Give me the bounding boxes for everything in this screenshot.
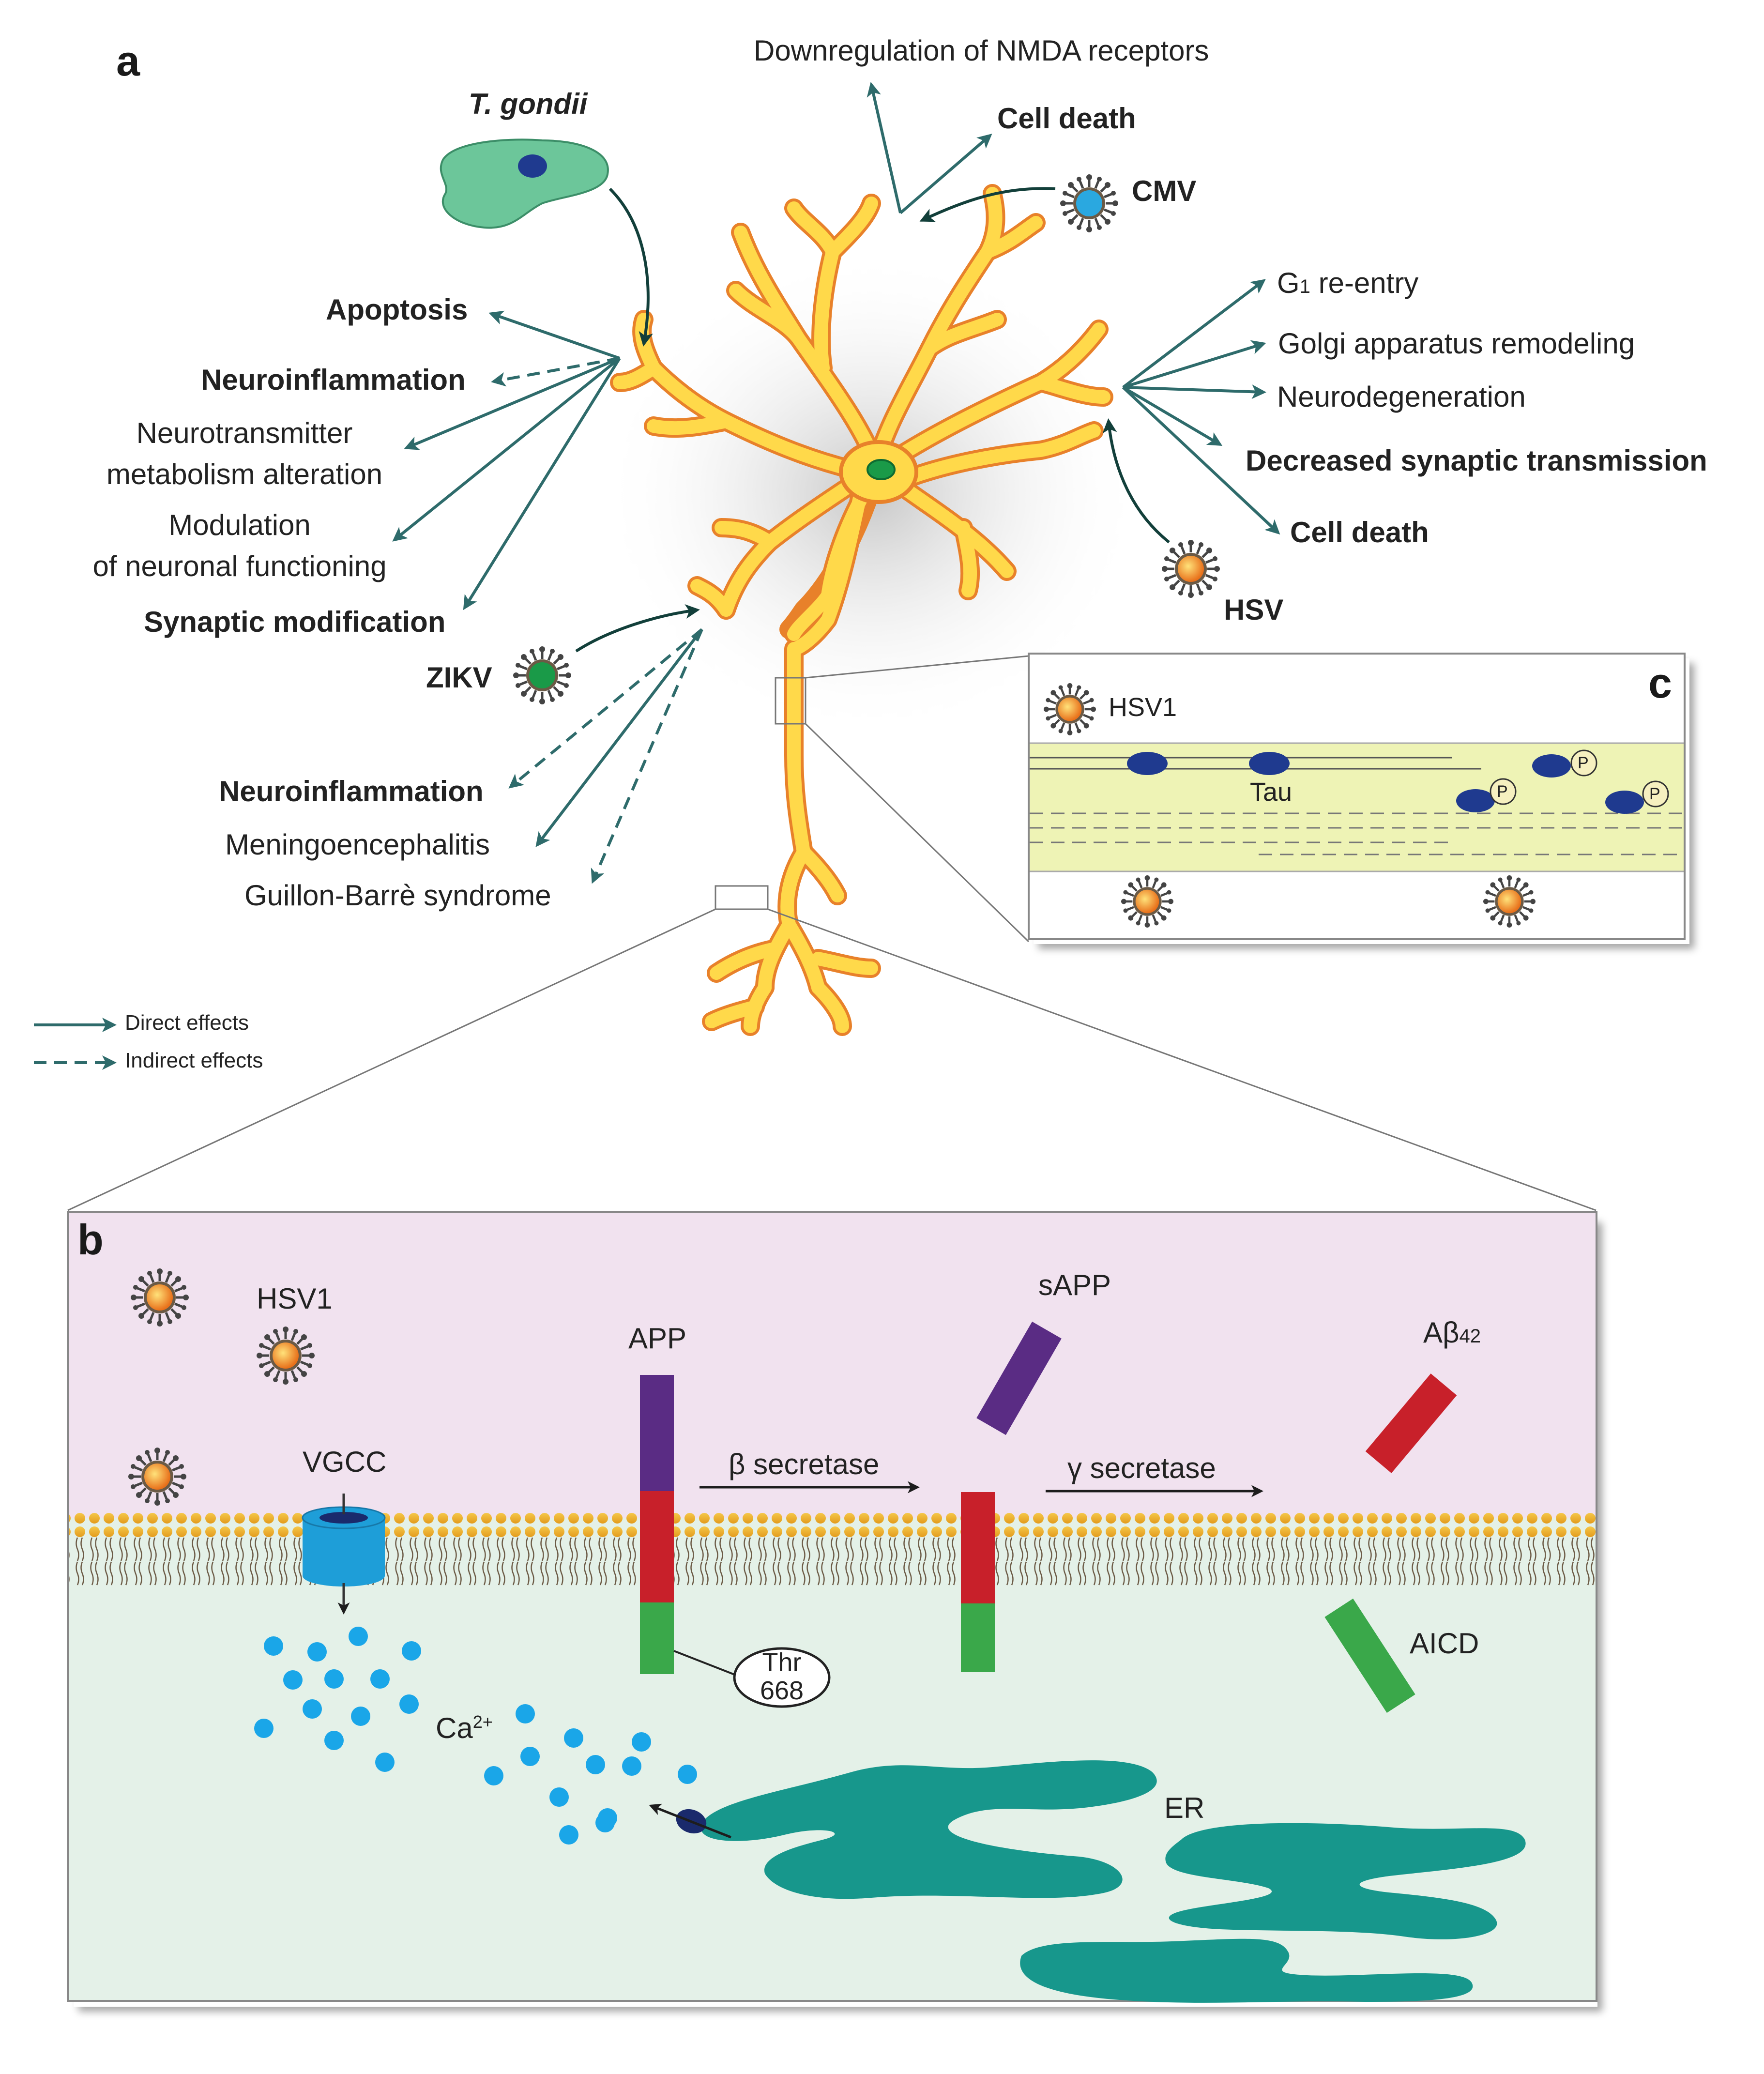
hsv-virus-icon xyxy=(1162,540,1220,598)
hsv-effect-neurodegeneration: Neurodegeneration xyxy=(1277,381,1526,413)
panel-c-hsv1-label: HSV1 xyxy=(1109,693,1177,722)
abeta42-label: Aβ42 xyxy=(1423,1316,1481,1349)
toxoplasma-parasite-icon xyxy=(440,138,609,229)
toxoplasma-label: T. gondii xyxy=(469,88,588,120)
zikv-arrows xyxy=(508,604,703,884)
hsv1-virus-icon-c xyxy=(1044,683,1096,735)
panel-c xyxy=(1028,653,1689,944)
toxo-effect-neuroinflammation: Neuroinflammation xyxy=(201,364,466,396)
toxo-arrows xyxy=(392,187,654,610)
phospho-label-2: P xyxy=(1497,782,1508,801)
hsv-label: HSV xyxy=(1224,594,1284,626)
zoom-connector-b xyxy=(67,885,1597,1211)
toxo-effect-modulation-2: of neuronal functioning xyxy=(92,550,387,582)
zikv-effect-neuroinflammation: Neuroinflammation xyxy=(219,775,484,808)
zikv-effect-guillain-barre: Guillon-Barrè syndrome xyxy=(244,879,551,912)
cmv-effect-nmda: Downregulation of NMDA receptors xyxy=(754,34,1209,67)
panel-label-a: a xyxy=(116,37,140,85)
hsv1-virus-icon-b1 xyxy=(131,1268,189,1327)
zikv-virus-icon xyxy=(513,646,571,704)
legend-direct-label: Direct effects xyxy=(125,1011,249,1035)
phospho-label-1: P xyxy=(1578,754,1589,772)
aicd-fragment xyxy=(1324,1598,1415,1713)
hsv-effect-synaptic: Decreased synaptic transmission xyxy=(1246,444,1707,477)
neuron xyxy=(610,184,1113,1036)
abeta42-fragment xyxy=(1365,1373,1457,1473)
hsv1-virus-icon-c2 xyxy=(1121,875,1173,928)
hsv1-virus-icon-b3 xyxy=(128,1448,186,1506)
panel-label-b: b xyxy=(77,1216,104,1264)
phospho-label-3: P xyxy=(1649,785,1660,803)
vgcc-label: VGCC xyxy=(303,1446,387,1478)
zikv-effect-meningoencephalitis: Meningoencephalitis xyxy=(225,828,490,861)
hsv-effect-cell-death: Cell death xyxy=(1290,516,1429,549)
cmv-virus-icon xyxy=(1060,174,1118,232)
calcium-ions xyxy=(254,1627,697,1845)
beta-secretase-label: β secretase xyxy=(729,1448,880,1480)
sapp-label: sAPP xyxy=(1038,1269,1111,1301)
hsv-effect-g1: G1 re-entry xyxy=(1277,267,1419,299)
cmv-arrows xyxy=(867,82,1056,222)
hsv1-virus-icon-b2 xyxy=(257,1327,315,1385)
cmv-label: CMV xyxy=(1132,175,1197,207)
sapp-fragment xyxy=(976,1321,1062,1435)
cmv-effect-cell-death: Cell death xyxy=(997,102,1136,135)
er-icon xyxy=(700,1760,1526,2003)
legend xyxy=(34,1018,117,1070)
gamma-secretase-label: γ secretase xyxy=(1067,1452,1216,1484)
toxo-effect-neurotransmitter-2: metabolism alteration xyxy=(106,458,383,490)
zoom-connector-c xyxy=(775,655,1030,943)
toxo-effect-neurotransmitter-1: Neurotransmitter xyxy=(136,417,353,449)
panel-b-hsv1-label: HSV1 xyxy=(257,1282,333,1315)
cell-membrane xyxy=(69,1513,1596,1586)
tau-label: Tau xyxy=(1250,778,1293,807)
zikv-label: ZIKV xyxy=(426,661,492,694)
cleaved-app xyxy=(961,1492,995,1672)
toxo-effect-apoptosis: Apoptosis xyxy=(326,293,468,326)
toxo-effect-synaptic: Synaptic modification xyxy=(144,606,446,638)
panel-b xyxy=(67,1211,1597,2007)
vgcc-channel-icon xyxy=(302,1494,386,1615)
aicd-label: AICD xyxy=(1410,1627,1479,1660)
calcium-release-arrow xyxy=(649,1803,731,1839)
legend-indirect-label: Indirect effects xyxy=(125,1049,263,1072)
panel-label-c: c xyxy=(1648,659,1672,707)
tau-proteins xyxy=(1127,752,1644,814)
er-label: ER xyxy=(1164,1792,1205,1824)
app-protein xyxy=(640,1375,831,1708)
phosphate-circles xyxy=(1490,749,1669,808)
toxo-effect-modulation-1: Modulation xyxy=(168,509,311,541)
app-label: APP xyxy=(628,1322,687,1355)
calcium-label: Ca2+ xyxy=(436,1712,493,1744)
hsv-effect-golgi: Golgi apparatus remodeling xyxy=(1278,327,1635,360)
hsv1-virus-icon-c3 xyxy=(1483,875,1536,928)
hsv-arrows xyxy=(1102,279,1280,544)
